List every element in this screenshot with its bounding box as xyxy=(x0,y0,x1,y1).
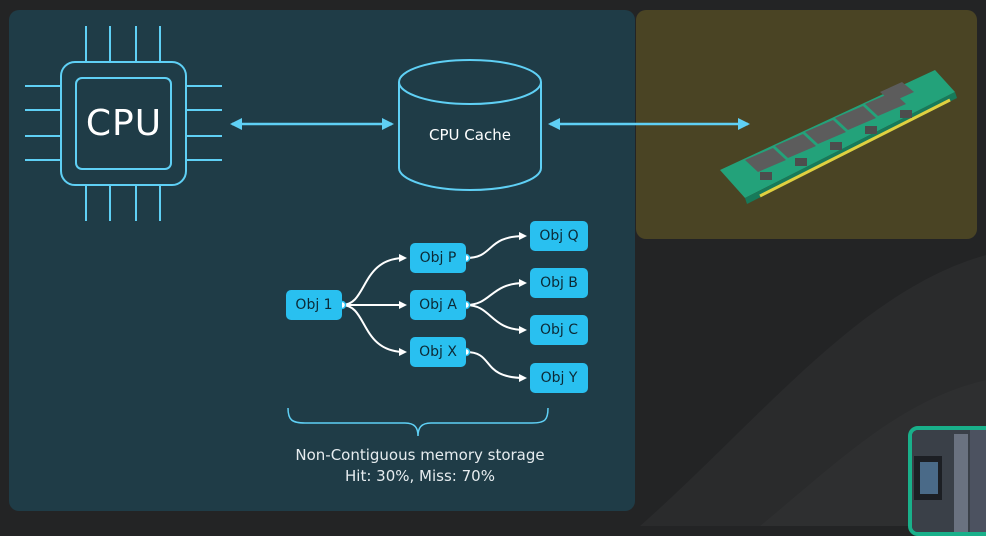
node-obj-p: Obj P xyxy=(410,243,466,273)
caption-title: Non-Contiguous memory storage xyxy=(295,446,545,464)
cpu-label: CPU xyxy=(85,103,163,144)
node-obj-c: Obj C xyxy=(530,315,588,345)
tree-connectors xyxy=(341,232,527,382)
webcam-image xyxy=(912,430,986,532)
node-obj-1: Obj 1 xyxy=(286,290,342,320)
node-obj-a: Obj A xyxy=(410,290,466,320)
ram-stick-icon xyxy=(720,70,957,204)
cache-label: CPU Cache xyxy=(429,126,511,144)
node-obj-x: Obj X xyxy=(410,337,466,367)
curly-brace xyxy=(287,407,549,437)
node-obj-q: Obj Q xyxy=(530,221,588,251)
cpu-chip-icon xyxy=(25,26,222,221)
node-obj-b: Obj B xyxy=(530,268,588,298)
webcam-overlay xyxy=(908,426,986,536)
node-obj-y: Obj Y xyxy=(530,363,588,393)
database-cylinder-icon xyxy=(398,59,542,191)
caption-stats: Hit: 30%, Miss: 70% xyxy=(345,467,495,485)
